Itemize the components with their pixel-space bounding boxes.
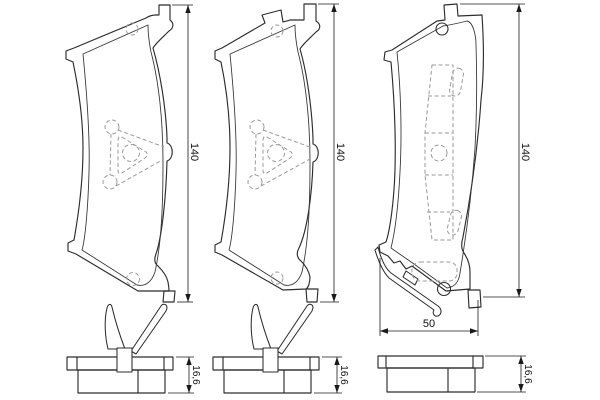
pad3-slot-upper: [449, 67, 464, 97]
pad2-shim-center-hole: [267, 144, 285, 162]
dim-pad2-height-label: 140: [334, 143, 346, 161]
pad3-hidden-details: [411, 64, 464, 282]
pad2-shim-hole-lower: [247, 174, 263, 190]
pad1-shim-edge-lower: [115, 158, 165, 187]
pad2-front-view: [214, 3, 321, 303]
pad2-backplate-outline: [214, 3, 321, 291]
pad2-bottom-tab: [305, 288, 319, 303]
pad2-rivet-hole-bottom: [270, 271, 284, 285]
dim-pad2-arrow-up: [331, 4, 337, 12]
pad1-rivet-hole-top: [125, 22, 139, 36]
dim-pad3-width-arrow-left: [380, 328, 388, 334]
pad3-bottom-tab: [467, 289, 482, 309]
pad1-shim-hole-lower: [102, 174, 118, 190]
dim-t1-arrow-down: [186, 385, 192, 393]
pad2-shim-edge-lower: [260, 158, 311, 187]
pad1-side-view: [66, 303, 174, 394]
dim-t2-arrow-down: [334, 385, 340, 393]
pad3-slot-lower: [446, 209, 463, 236]
dim-pad3-height: 140: [460, 3, 531, 298]
pad3-backplate-outline: [378, 3, 484, 292]
pad1-bottom-tab: [162, 290, 176, 303]
dim-pad2-thickness: 16,6: [314, 356, 349, 394]
dim-pad3-thickness: 16,6: [477, 355, 533, 393]
dim-t3-arrow-down: [518, 384, 524, 392]
pad3-side-view: [377, 355, 484, 393]
dim-pad3-width: 50: [379, 258, 479, 336]
pad1-spring-fin: [104, 303, 126, 350]
dim-pad2-height: 140: [318, 3, 346, 303]
dim-pad3-height-label: 140: [519, 143, 531, 161]
pad2-shim-edge-upper: [262, 129, 311, 148]
pad2-shim-hole-upper: [249, 119, 265, 135]
pad1-friction-outline: [81, 24, 164, 286]
pad2-friction-outline: [228, 24, 311, 286]
dim-pad1-thickness-label: 16,6: [190, 365, 201, 385]
pad3-wear-indicator: [374, 246, 442, 317]
pad1-shim-center-hole: [122, 144, 140, 162]
dim-pad2-thickness-label: 16,6: [338, 365, 349, 385]
pad2-shim-edge-left: [254, 133, 257, 176]
dim-pad3-arrow-down: [516, 289, 522, 297]
pad2-side-view: [212, 303, 320, 394]
pad3-indicator-bracket: [402, 270, 419, 286]
pad3-center-hole: [430, 144, 448, 162]
dim-pad3-width-arrow-right: [470, 328, 478, 334]
pad2-hidden-details: [247, 24, 311, 285]
pad1-shim-edge-left: [109, 133, 112, 176]
dim-pad1-thickness: 16,6: [168, 356, 201, 394]
pad3-friction-block: [386, 367, 476, 393]
pad1-shim-edge-upper: [117, 129, 165, 148]
dim-t1-arrow-up: [186, 357, 192, 365]
pad1-shim-hole-upper: [104, 119, 120, 135]
dim-pad3-width-label: 50: [423, 318, 435, 330]
pad1-spring-leg: [130, 303, 168, 355]
pad2-rivet-hole-top: [270, 24, 284, 38]
pad1-rivet-hole-bottom: [126, 272, 140, 286]
dim-pad3-arrow-up: [516, 4, 522, 12]
pad2-shim-inner-triangle: [262, 136, 293, 175]
pad1-front-view: [65, 4, 176, 303]
pad1-retainer-clip: [116, 347, 133, 373]
pad3-front-view: [374, 3, 484, 317]
dim-pad1-height-label: 140: [188, 143, 200, 161]
dim-pad3-thickness-label: 16,6: [522, 364, 533, 384]
dim-t3-arrow-up: [518, 356, 524, 364]
pad3-rivet-hole-bottom: [436, 281, 452, 297]
dim-pad2-arrow-down: [331, 294, 337, 302]
pad3-friction-outline: [390, 20, 478, 289]
pad1-shim-inner-triangle: [117, 136, 148, 175]
dim-pad1-height: 140: [172, 4, 200, 303]
pad1-hidden-details: [102, 22, 165, 286]
dim-pad1-arrow-up: [185, 5, 191, 13]
pad2-retainer-clip: [262, 347, 279, 373]
dim-t2-arrow-up: [334, 357, 340, 365]
pad2-spring-fin: [250, 303, 272, 350]
pad2-spring-leg: [276, 303, 314, 355]
pad3-rivet-hole-top: [435, 22, 449, 36]
pad3-bottom-boss: [411, 261, 458, 282]
dim-pad1-arrow-down: [185, 294, 191, 302]
